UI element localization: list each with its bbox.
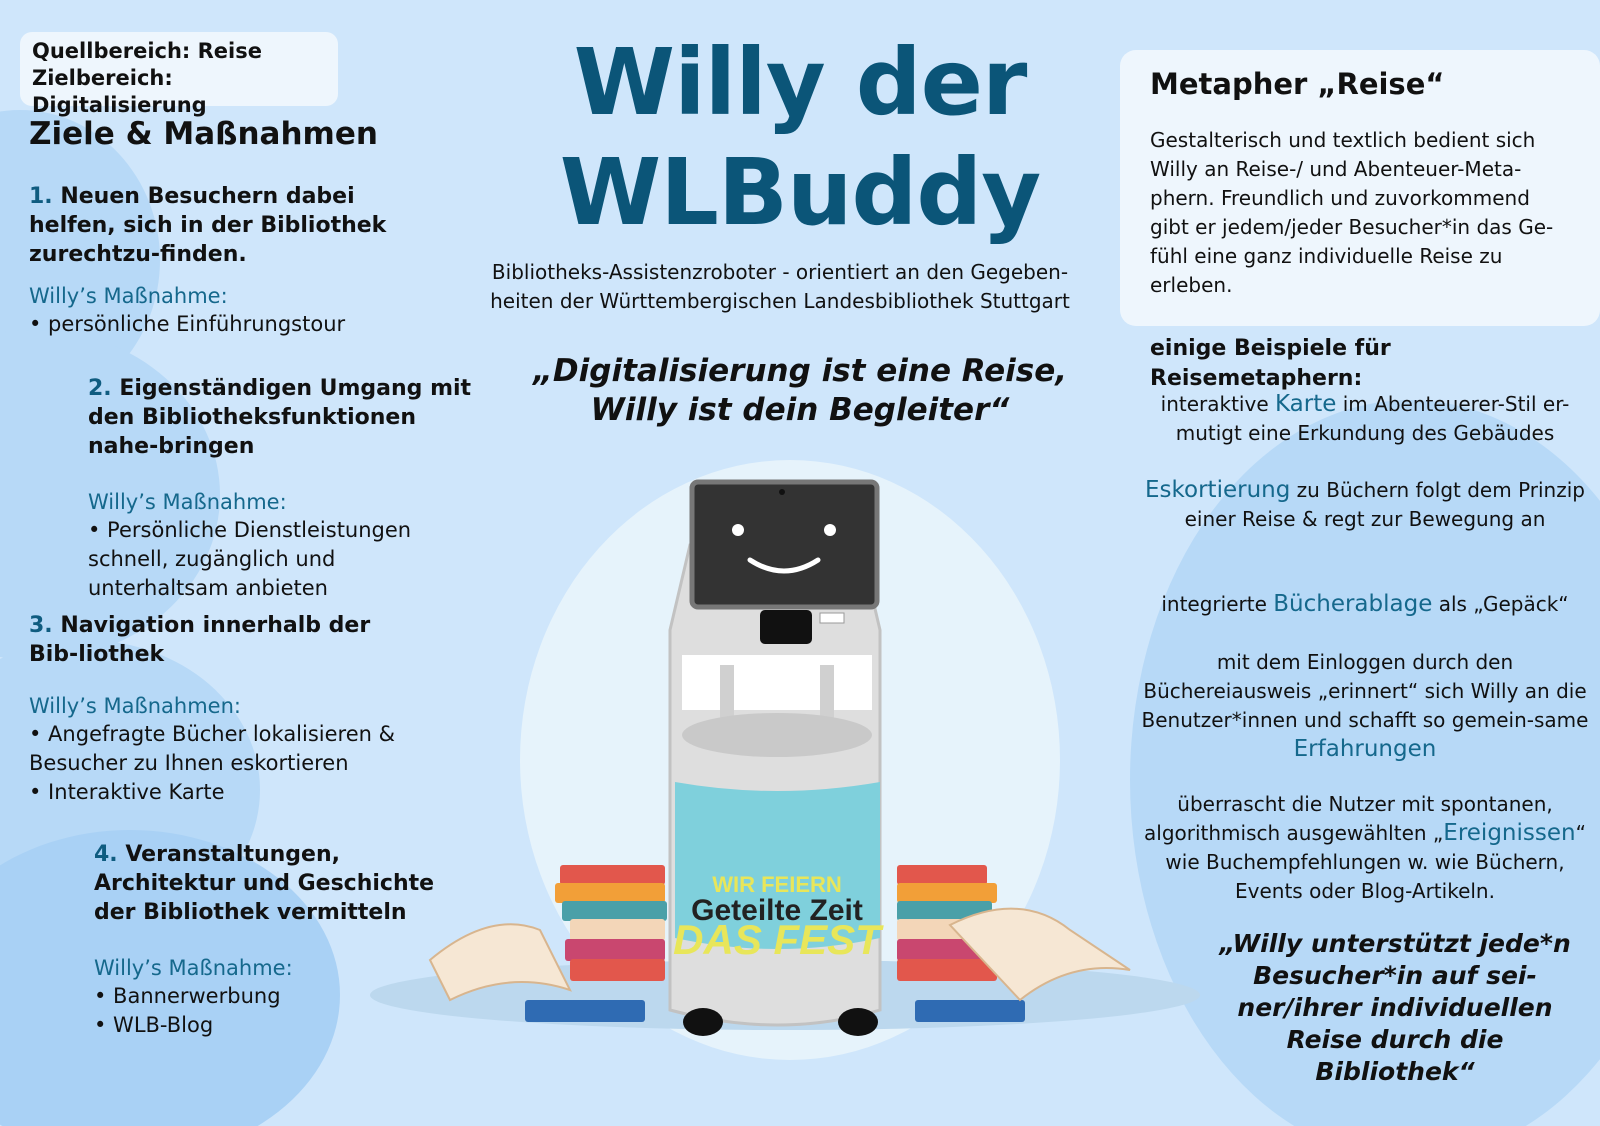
example-map: interaktive Karte im Abenteuerer-Stil er… [1160, 391, 1570, 445]
source-domain: Quellbereich: Reise [32, 39, 262, 63]
highlight-word: Karte [1274, 391, 1337, 417]
goal-number: 2. [88, 376, 112, 401]
subtitle: Bibliotheks-Assistenzroboter - orientier… [490, 260, 1070, 313]
domain-tag-box: Quellbereich: Reise Zielbereich: Digital… [20, 32, 338, 117]
banner-line-1: WIR FEIERN [712, 872, 842, 897]
metaphor-title: Metapher „Reise“ [1150, 67, 1445, 101]
highlight-word: Ereignissen [1443, 820, 1576, 846]
goal-number: 3. [29, 613, 53, 638]
goal-2: 2. Eigenständigen Umgang mit den Bibliot… [88, 374, 478, 603]
metaphor-text: Gestalterisch und textlich bedient sich … [1150, 128, 1554, 297]
goal-4: 4. Veranstaltungen, Architektur und Gesc… [94, 840, 474, 1040]
highlight-word: Bücherablage [1273, 591, 1433, 617]
center-quote: „Digitalisierung ist eine Reise, Willy i… [532, 353, 1068, 428]
measure-label: Willy’s Maßnahme: [88, 490, 287, 514]
measure-item: • persönliche Einführungstour [29, 312, 346, 336]
measure-label: Willy’s Maßnahme: [94, 956, 293, 980]
highlight-word: Eskortierung [1145, 477, 1291, 503]
goal-text: Eigenständigen Umgang mit den Bibliothek… [88, 376, 472, 459]
target-domain: Zielbereich: Digitalisierung [32, 66, 207, 117]
example-events: überrascht die Nutzer mit spontanen, alg… [1144, 792, 1586, 903]
measure-item: • Bannerwerbung [94, 984, 281, 1008]
title-line-2: WLBuddy [559, 139, 1041, 246]
closing-quote: „Willy unterstützt jede*n Besucher*in au… [1219, 929, 1571, 1086]
measure-item: • Interaktive Karte [29, 780, 225, 804]
measure-label: Willy’s Maßnahmen: [29, 694, 241, 718]
goal-1: 1. Neuen Besuchern dabei helfen, sich in… [29, 182, 429, 339]
goals-heading: Ziele & Maßnahmen [29, 116, 378, 152]
goal-text: Navigation innerhalb der Bib-liothek [29, 613, 371, 667]
banner-line-3: DAS FEST [673, 916, 884, 963]
metaphor-panel: Metapher „Reise“ Gestalterisch und textl… [1120, 50, 1600, 326]
measure-label: Willy’s Maßnahme: [29, 284, 228, 308]
banner-line-2: Geteilte Zeit [691, 894, 863, 927]
title-line-1: Willy der [573, 29, 1028, 136]
goal-3: 3. Navigation innerhalb der Bib-liothek … [29, 611, 409, 807]
page-title: Willy der WLBuddy [540, 28, 1060, 248]
highlight-word: Erfahrungen [1293, 736, 1437, 762]
measure-item: • WLB-Blog [94, 1013, 214, 1037]
example-login: mit dem Einloggen durch den Büchereiausw… [1141, 650, 1589, 762]
goal-text: Veranstaltungen, Architektur und Geschic… [94, 842, 435, 925]
example-escort: Eskortierung zu Büchern folgt dem Prinzi… [1145, 477, 1585, 531]
robot-illustration: WIR FEIERN Geteilte Zeit DAS FEST [428, 479, 1131, 1036]
examples-title: einige Beispiele für Reisemetaphern: [1150, 336, 1391, 391]
goal-number: 1. [29, 184, 53, 209]
measure-item: • Angefragte Bücher lokalisieren & Besuc… [29, 722, 396, 775]
goal-number: 4. [94, 842, 118, 867]
measure-item: • Persönliche Dienstleistungen schnell, … [88, 518, 412, 600]
goal-text: Neuen Besuchern dabei helfen, sich in de… [29, 184, 387, 267]
book-stack-right-icon [897, 865, 1131, 1022]
example-shelf: integrierte Bücherablage als „Gepäck“ [1161, 591, 1569, 617]
book-stack-left-icon [428, 865, 667, 1022]
